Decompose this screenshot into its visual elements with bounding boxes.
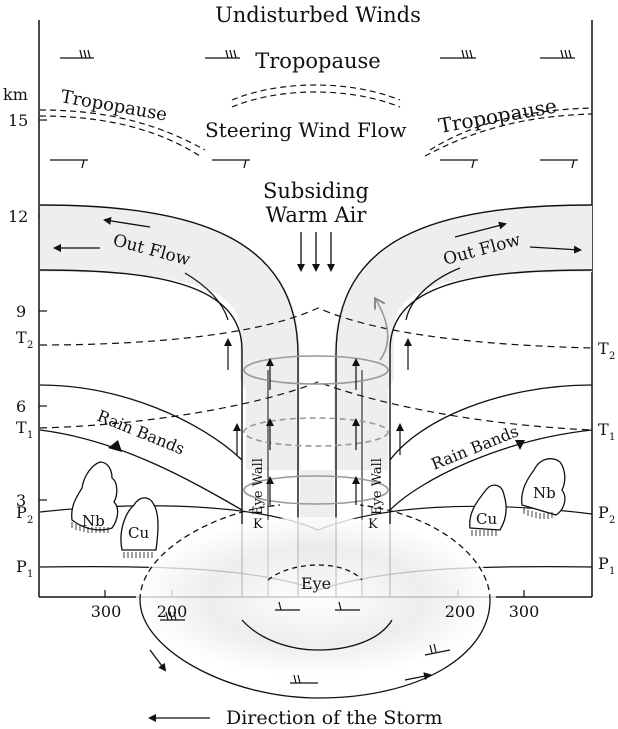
nb-cloud-right [521,458,566,516]
p1-left-label: P [16,557,27,576]
ground-rings [139,504,491,699]
x-tick-left-200: 200 [157,602,188,621]
updraft-arrows [224,338,412,505]
outflow-outlines [39,204,593,597]
p1-left-sub: 1 [27,569,33,580]
tropopause-right-label: Tropopause [437,94,559,138]
subsiding-label: Subsiding [263,179,369,203]
y-tick-6: 6 [16,397,26,416]
subsiding-arrows [297,232,335,272]
nb-cloud-left [71,461,119,531]
t2-right-label: T [598,339,609,358]
steering-wind-label: Steering Wind Flow [205,118,406,142]
tropopause-left-label: Tropopause [59,86,169,125]
cu-cloud-right [469,484,507,531]
y-tick-12: 12 [8,207,28,226]
y-tick-3: 3 [16,491,26,510]
x-tick-right-300: 300 [509,602,540,621]
cu-right-label: Cu [476,510,497,528]
y-tick-15: 15 [8,111,28,130]
cloud-shapes [71,458,566,551]
cu-left-label: Cu [128,524,149,542]
t1-right-label: T [598,420,609,439]
p1-right-label: P [598,554,609,573]
t1-right-sub: 1 [609,432,615,443]
wind-barbs [50,49,578,169]
eye-wall-right-label: Eye Wall [370,458,385,515]
ground-ring-arrows [149,649,432,681]
cu-cloud-left [120,497,159,551]
warm-air-label: Warm Air [266,203,368,227]
t2-left-label: T [16,328,27,347]
p1-right-sub: 1 [609,566,615,577]
nb-right-label: Nb [533,484,556,502]
p2-right-label: P [598,503,609,522]
t1-left-label: T [16,418,27,437]
rain-band-curves [39,384,593,511]
cloud-fringes [71,508,553,558]
outflow-shading [40,205,592,590]
t2-left-sub: 2 [27,340,33,351]
k-left-label: K [253,517,263,532]
y-axis-unit: km [3,85,28,104]
ground-barbs [160,601,451,684]
direction-label: Direction of the Storm [226,707,443,729]
k-right-label: K [368,517,378,532]
y-tick-9: 9 [16,302,26,321]
ground-ring-shading [136,517,496,677]
t1-left-sub: 1 [27,430,33,441]
tropopause-center-label: Tropopause [255,49,380,73]
x-tick-right-200: 200 [445,602,476,621]
p2-left-sub: 2 [27,515,33,526]
undisturbed-winds-label: Undisturbed Winds [215,3,421,27]
eye-wall-left-label: Eye Wall [251,458,266,515]
x-tick-left-300: 300 [91,602,122,621]
rain-bands-left-label: Rain Bands [95,406,188,458]
p2-left-label: P [16,503,27,522]
t2-right-sub: 2 [609,351,615,362]
outflow-arrows [53,216,582,321]
tropopause-lines [39,84,593,157]
p2-right-sub: 2 [609,515,615,526]
eye-cylinder [243,300,389,505]
rain-band-arrows [108,440,525,452]
nb-left-label: Nb [82,512,105,530]
eye-label: Eye [301,574,331,593]
isotherm-lines [39,307,593,431]
